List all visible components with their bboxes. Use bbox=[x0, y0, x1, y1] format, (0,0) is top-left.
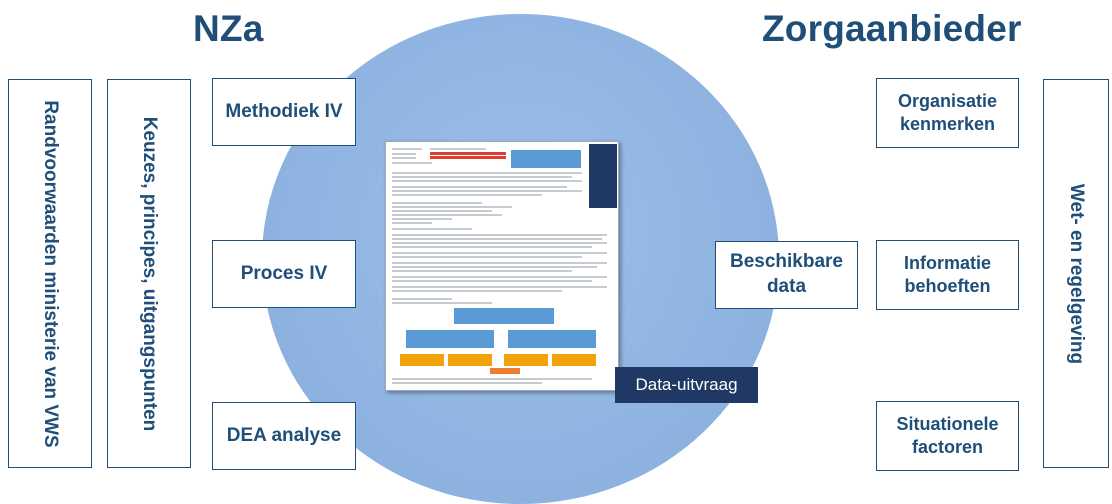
informatie-line-1: Informatie bbox=[903, 252, 991, 273]
document-thumbnail bbox=[385, 141, 619, 391]
box-situationele-factoren: Situationele factoren bbox=[876, 401, 1019, 471]
box-methodiek: Methodiek IV bbox=[212, 78, 356, 146]
organisatie-line-1: Organisatie bbox=[897, 90, 998, 111]
nza-title: NZa bbox=[193, 8, 264, 49]
box-wet-regelgeving: Wet- en regelgeving bbox=[1043, 79, 1109, 468]
box-beschikbare-data: Beschikbare data bbox=[715, 241, 858, 309]
box-informatie-behoeften: Informatie behoeften bbox=[876, 240, 1019, 310]
box-keuzes: Keuzes, principes, uitgangspunten bbox=[107, 79, 191, 468]
box-dea: DEA analyse bbox=[212, 402, 356, 470]
randvoorwaarden-label: Randvoorwaarden ministerie van VWS bbox=[40, 99, 61, 448]
box-proces: Proces IV bbox=[212, 240, 356, 308]
data-uitvraag-label: Data-uitvraag bbox=[615, 367, 758, 403]
organisatie-line-2: kenmerken bbox=[899, 114, 996, 134]
wet-regelgeving-label: Wet- en regelgeving bbox=[1066, 183, 1087, 364]
situationele-line-1: Situationele bbox=[896, 413, 999, 434]
box-organisatie-kenmerken: Organisatie kenmerken bbox=[876, 78, 1019, 148]
keuzes-label: Keuzes, principes, uitgangspunten bbox=[139, 116, 160, 431]
zorgaanbieder-title: Zorgaanbieder bbox=[762, 8, 1022, 49]
informatie-line-2: behoeften bbox=[904, 276, 991, 296]
situationele-line-2: factoren bbox=[911, 437, 983, 457]
box-randvoorwaarden: Randvoorwaarden ministerie van VWS bbox=[8, 79, 92, 468]
